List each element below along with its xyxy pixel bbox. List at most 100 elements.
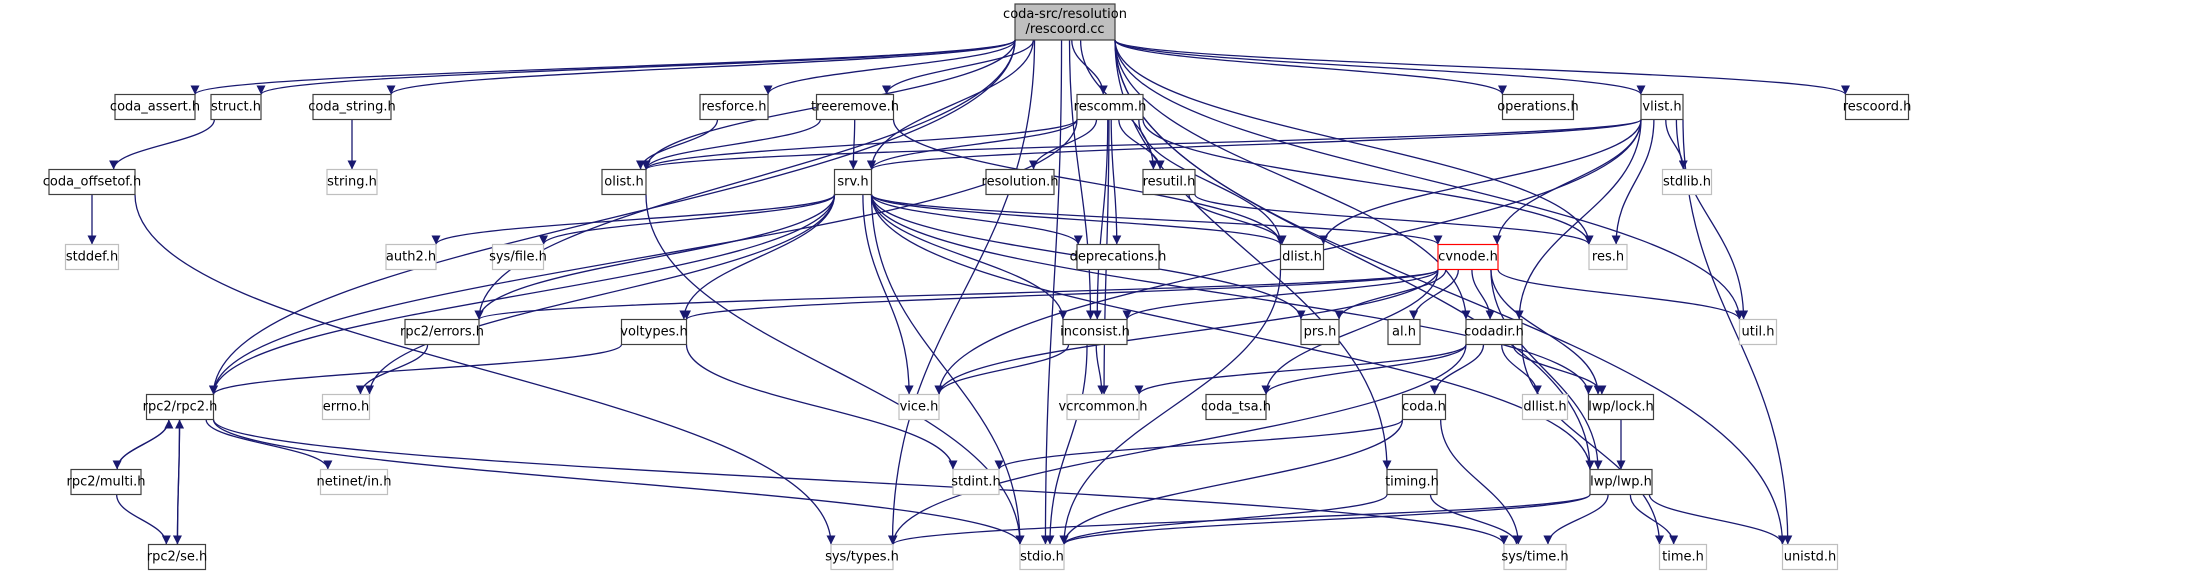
node-label: coda_tsa.h (1201, 400, 1271, 415)
node-rescoord-cc[interactable]: coda-src/resolution/rescoord.cc (1003, 3, 1127, 41)
node-box (1588, 243, 1628, 271)
edge-rescoord-cc-to-inconsist-h (1068, 39, 1095, 320)
edge-cvnode-h-to-lwp-lock-h (1490, 269, 1603, 395)
node-label: prs.h (1304, 325, 1337, 340)
edge-codadir-h-to-vcrcommon-h (1134, 344, 1467, 395)
node-label: rpc2/multi.h (67, 475, 146, 490)
node-label: coda_offsetof.h (43, 175, 142, 190)
node-box (815, 93, 895, 121)
node-operations-h[interactable]: operations.h (1497, 93, 1579, 121)
node-coda-assert-h[interactable]: coda_assert.h (110, 93, 200, 121)
edge-rescomm-h-to-deprecations-h (1110, 119, 1122, 245)
node-codadir-h[interactable]: codadir.h (1464, 318, 1524, 346)
node-label: inconsist.h (1060, 325, 1130, 340)
edge-srv-h-to-auth2-h (431, 193, 836, 246)
node-label: rescomm.h (1074, 100, 1147, 115)
node-olist-h[interactable]: olist.h (601, 168, 647, 196)
node-stdint-h: stdint.h (951, 468, 1001, 496)
node-lwp-lock-h[interactable]: lwp/lock.h (1587, 393, 1655, 421)
node-errno-h: errno.h (321, 393, 371, 421)
edge-rescoord-cc-to-rpc2-rpc2-h (209, 39, 1016, 395)
node-rpc2-errors-h[interactable]: rpc2/errors.h (400, 318, 484, 346)
node-prs-h[interactable]: prs.h (1300, 318, 1340, 346)
edge-rescoord-cc-to-struct-h (256, 39, 1016, 96)
node-label: resolution.h (982, 175, 1059, 190)
edge-dlist-h-to-stdio-h (1059, 269, 1282, 545)
node-box (1781, 543, 1839, 571)
node-struct-h[interactable]: struct.h (210, 93, 262, 121)
node-label: srv.h (837, 175, 868, 190)
edge-inconsist-h-to-stdio-h (1045, 344, 1088, 545)
edge-cvnode-h-to-al-h (1409, 269, 1460, 320)
node-srv-h[interactable]: srv.h (833, 168, 873, 196)
node-resforce-h[interactable]: resforce.h (699, 93, 769, 121)
node-deprecations-h[interactable]: deprecations.h (1070, 243, 1167, 271)
edge-rescoord-cc-to-rescoord-h (1114, 39, 1850, 96)
node-label: cvnode.h (1438, 250, 1498, 265)
node-box (1205, 393, 1267, 421)
node-stddef-h: stddef.h (64, 243, 120, 271)
node-netinet-in-h: netinet/in.h (317, 468, 391, 496)
node-box (898, 393, 940, 421)
edge-vlist-h-to-util-h (1675, 119, 1749, 320)
node-rpc2-se-h[interactable]: rpc2/se.h (147, 543, 208, 571)
node-voltypes-h[interactable]: voltypes.h (620, 318, 688, 346)
node-label: olist.h (604, 175, 643, 190)
edge-resutil-h-to-dlist-h (1188, 194, 1287, 245)
node-box (1386, 468, 1438, 496)
node-box (1503, 543, 1567, 571)
node-lwp-lwp-h[interactable]: lwp/lwp.h (1589, 468, 1653, 496)
edge-voltypes-h-to-rpc2-rpc2-h (209, 343, 623, 396)
node-box (491, 243, 545, 271)
edge-struct-h-to-coda-offsetof-h (109, 119, 216, 170)
node-box (1066, 393, 1140, 421)
edge-rescoord-cc-to-util-h (1114, 39, 1744, 320)
node-al-h[interactable]: al.h (1387, 318, 1421, 346)
edge-coda-h-to-sys-time-h (1440, 419, 1523, 545)
edge-rpc2-se-h-to-rpc2-rpc2-h (175, 419, 185, 545)
node-box (1501, 93, 1575, 121)
node-label: res.h (1592, 250, 1624, 265)
node-timing-h[interactable]: timing.h (1385, 468, 1439, 496)
node-label: coda_assert.h (110, 100, 200, 115)
edge-codadir-h-to-coda-h (1430, 344, 1485, 395)
node-label: vlist.h (1642, 100, 1681, 115)
edge-rpc2-rpc2-h-to-stdio-h (212, 419, 1025, 545)
node-rpc2-multi-h[interactable]: rpc2/multi.h (67, 468, 146, 496)
node-coda-tsa-h[interactable]: coda_tsa.h (1201, 393, 1271, 421)
node-inconsist-h[interactable]: inconsist.h (1060, 318, 1130, 346)
edge-codadir-h-to-dllist-h (1501, 344, 1542, 395)
node-vlist-h[interactable]: vlist.h (1640, 93, 1684, 121)
node-dlist-h[interactable]: dlist.h (1279, 243, 1325, 271)
node-rpc2-rpc2-h[interactable]: rpc2/rpc2.h (143, 393, 218, 421)
node-label: sys/types.h (825, 550, 899, 565)
node-rescomm-h[interactable]: rescomm.h (1074, 93, 1147, 121)
edge-cvnode-h-to-voltypes-h (682, 268, 1439, 321)
edge-coda-h-to-stdint-h (994, 418, 1404, 471)
node-util-h: util.h (1738, 318, 1778, 346)
edge-cvnode-h-to-codadir-h (1471, 269, 1495, 320)
node-label: unistd.h (1784, 550, 1837, 565)
edge-codadir-h-to-time-h (1521, 344, 1664, 545)
node-box (1014, 3, 1116, 41)
node-resutil-h[interactable]: resutil.h (1142, 168, 1196, 196)
node-vcrcommon-h: vcrcommon.h (1059, 393, 1147, 421)
node-box (1279, 243, 1325, 271)
edge-codadir-h-to-coda-tsa-h (1261, 344, 1467, 395)
edge-rescoord-cc-to-coda-string-h (386, 39, 1016, 96)
node-treeremove-h[interactable]: treeremove.h (811, 93, 899, 121)
node-coda-string-h[interactable]: coda_string.h (308, 93, 396, 121)
node-cvnode-h[interactable]: cvnode.h (1437, 243, 1499, 271)
node-coda-offsetof-h[interactable]: coda_offsetof.h (43, 168, 142, 196)
edge-cvnode-h-to-rpc2-errors-h (474, 268, 1439, 321)
node-coda-h[interactable]: coda.h (1401, 393, 1447, 421)
node-label: string.h (327, 175, 377, 190)
node-rescoord-h[interactable]: rescoord.h (1843, 93, 1912, 121)
node-box (1587, 393, 1655, 421)
edge-srv-h-to-stdio-h (870, 194, 1025, 545)
node-resolution-h[interactable]: resolution.h (982, 168, 1059, 196)
node-dllist-h: dllist.h (1521, 393, 1569, 421)
node-box (833, 168, 873, 196)
edge-rpc2-multi-h-to-rpc2-se-h (116, 494, 171, 545)
edge-cvnode-h-to-prs-h (1334, 269, 1447, 320)
